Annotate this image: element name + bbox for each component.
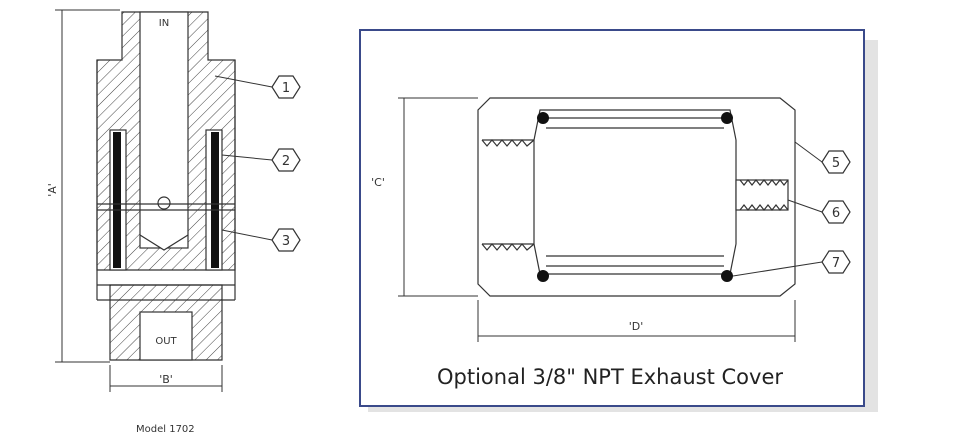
callout-2: 2 [271, 148, 301, 172]
dimension-a [55, 9, 120, 363]
callout-7: 7 [821, 250, 851, 274]
port-in-label: IN [159, 18, 169, 29]
dim-b-label: 'B' [159, 373, 173, 386]
model-label: Model 1702 [136, 424, 195, 435]
callout-3-label: 3 [282, 234, 290, 249]
callout-7-label: 7 [832, 256, 840, 271]
o-ring-seals [537, 112, 733, 282]
exhaust-cover-body [477, 97, 796, 297]
callout-2-label: 2 [282, 154, 290, 169]
callout-6: 6 [821, 200, 851, 224]
dimension-d [477, 300, 796, 342]
valve-cross-section [96, 11, 236, 361]
callout-5-label: 5 [832, 156, 840, 171]
callout-leaders-right [732, 141, 823, 277]
dimension-b [109, 365, 223, 392]
callout-5: 5 [821, 150, 851, 174]
callout-leaders-left [214, 75, 273, 241]
dim-d-label: 'D' [629, 320, 644, 333]
dimension-c [398, 97, 478, 297]
dim-c-label: 'C' [371, 176, 385, 189]
callout-6-label: 6 [832, 206, 840, 221]
callout-3: 3 [271, 228, 301, 252]
exhaust-cover-caption: Optional 3/8" NPT Exhaust Cover [437, 365, 783, 389]
callout-1-label: 1 [282, 81, 290, 96]
dim-a-label: 'A' [46, 183, 59, 197]
port-out-label: OUT [155, 336, 177, 347]
callout-1: 1 [271, 75, 301, 99]
